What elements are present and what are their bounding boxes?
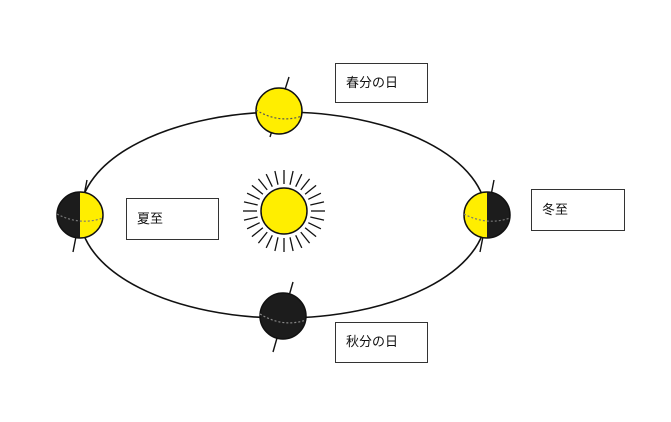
sun-ray [246, 222, 260, 230]
label-autumn-equinox: 秋分の日 [335, 322, 428, 363]
earth-summer-solstice-icon [56, 179, 104, 253]
sun-ray [295, 235, 303, 249]
label-spring-equinox: 春分の日 [335, 63, 428, 103]
sun-ray [304, 184, 317, 195]
sun-ray [246, 192, 260, 200]
label-summer-solstice-text: 夏至 [137, 211, 164, 227]
sun-ray [304, 227, 317, 238]
sun-ray [243, 201, 258, 206]
sun-ray [274, 170, 279, 185]
sun-ray [300, 178, 311, 191]
earth-winter-solstice-icon [463, 179, 511, 253]
label-autumn-equinox-text: 秋分の日 [346, 335, 399, 350]
label-spring-equinox-text: 春分の日 [346, 75, 399, 91]
sun-ray [251, 184, 264, 195]
sun-ray [265, 173, 273, 187]
sun-ray [289, 237, 294, 252]
label-winter-solstice-text: 冬至 [542, 202, 569, 218]
label-winter-solstice: 冬至 [531, 189, 625, 231]
sun-ray [251, 227, 264, 238]
sun-ray [295, 173, 303, 187]
sun-ray [308, 192, 322, 200]
sun-ray [310, 216, 325, 221]
earth-autumn-equinox-icon [259, 281, 307, 353]
sun-ray [257, 178, 268, 191]
earth-spring-equinox-icon [255, 76, 303, 138]
label-summer-solstice: 夏至 [126, 198, 219, 240]
sun-ray [289, 170, 294, 185]
sun-disc [260, 187, 308, 235]
sun-ray [243, 216, 258, 221]
sun-icon [243, 170, 325, 252]
sun-ray [265, 235, 273, 249]
sun-ray [308, 222, 322, 230]
sun-ray [257, 231, 268, 244]
sun-ray [300, 231, 311, 244]
sun-ray [310, 201, 325, 206]
sun-ray [274, 237, 279, 252]
